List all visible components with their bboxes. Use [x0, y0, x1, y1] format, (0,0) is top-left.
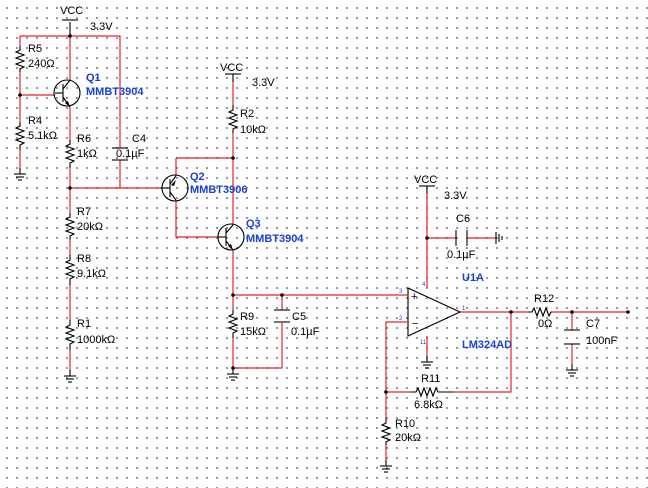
c6-value: 0.1µF [447, 249, 476, 261]
vcc-name-2: VCC [220, 62, 243, 74]
q1-ref: Q1 [86, 72, 101, 84]
resistor-r6[interactable]: R6 1kΩ [64, 133, 97, 168]
r6-ref: R6 [77, 133, 91, 145]
ground-symbol [420, 355, 434, 369]
q3-ref: Q3 [246, 218, 261, 230]
r4-value: 5.1kΩ [28, 130, 57, 142]
r12-value: 0Ω [538, 318, 552, 330]
r9-ref: R9 [240, 311, 254, 323]
r9-value: 15kΩ [240, 326, 266, 338]
ground-symbol [379, 459, 393, 473]
r11-value: 6.8kΩ [414, 399, 443, 411]
capacitor-c5[interactable]: C5 0.1µF [274, 309, 320, 338]
resistor-r4[interactable]: R4 5.1kΩ [14, 115, 57, 150]
transistor-q1[interactable]: Q1 MMBT3904 [53, 72, 144, 108]
q2-part: MMBT3906 [190, 184, 247, 196]
c4-value: 0.1µF [116, 148, 145, 160]
q3-part: MMBT3904 [246, 233, 304, 245]
c7-value: 100nF [586, 335, 617, 347]
capacitor-c4[interactable]: C4 0.1µF [112, 133, 146, 161]
vcc-name-1: VCC [60, 5, 83, 17]
vcc-symbol-1: VCC 3.3V [60, 5, 113, 36]
vcc-symbol-3: VCC 3.3V [414, 174, 467, 202]
vcc-symbol-2: VCC 3.3V [220, 62, 275, 89]
c5-ref: C5 [292, 311, 306, 323]
vcc-name-3: VCC [414, 174, 437, 186]
resistor-r7[interactable]: R7 20kΩ [64, 206, 103, 240]
capacitor-c7[interactable]: C7 100nF [564, 318, 617, 347]
r6-value: 1kΩ [77, 148, 97, 160]
pin-vplus: 4 [422, 282, 426, 288]
transistor-q3[interactable]: Q3 MMBT3904 [217, 218, 304, 251]
r11-ref: R11 [421, 373, 440, 385]
r5-ref: R5 [28, 43, 42, 55]
r1-ref: R1 [77, 318, 91, 330]
r12-ref: R12 [534, 293, 554, 305]
q1-part: MMBT3904 [86, 86, 144, 98]
r8-value: 9.1kΩ [77, 268, 106, 280]
r10-value: 20kΩ [395, 432, 421, 444]
r4-ref: R4 [28, 115, 42, 127]
resistor-r8[interactable]: R8 9.1kΩ [64, 253, 106, 285]
r1-value: 1000kΩ [77, 334, 115, 346]
r8-ref: R8 [77, 253, 91, 265]
resistor-r1[interactable]: R1 1000kΩ [64, 318, 115, 350]
opamp-u1a[interactable]: + − 3 2 1 4 11 U1A LM324AD [398, 272, 512, 351]
pin-out: 1 [462, 306, 466, 312]
resistor-r12[interactable]: R12 0Ω [528, 293, 554, 330]
pin-noninv: 3 [399, 289, 403, 295]
ground-symbol-c6 [495, 232, 503, 244]
resistor-r9[interactable]: R9 15kΩ [227, 310, 266, 338]
r2-value: 10kΩ [240, 124, 266, 136]
c7-ref: C7 [586, 318, 600, 330]
vcc-voltage-2: 3.3V [252, 77, 275, 89]
ground-symbol [13, 167, 27, 181]
opamp-plus-sign: + [411, 291, 417, 303]
resistor-r11[interactable]: R11 6.8kΩ [410, 373, 454, 411]
resistor-r10[interactable]: R10 20kΩ [380, 418, 421, 445]
r10-ref: R10 [395, 418, 415, 430]
c6-ref: C6 [456, 213, 470, 225]
c5-value: 0.1µF [291, 326, 320, 338]
c4-ref: C4 [132, 133, 146, 145]
pin-vminus: 11 [420, 340, 427, 346]
r7-value: 20kΩ [77, 221, 103, 233]
ground-symbol [63, 369, 77, 383]
vcc-voltage-1: 3.3V [90, 21, 113, 33]
ground-symbol [226, 367, 240, 381]
opamp-part: LM324AD [462, 339, 512, 351]
opamp-minus-sign: − [412, 318, 418, 330]
r2-ref: R2 [240, 108, 254, 120]
resistor-r2[interactable]: R2 10kΩ [227, 105, 266, 136]
ground-symbol [565, 363, 579, 377]
vcc-voltage-3: 3.3V [444, 190, 467, 202]
q2-ref: Q2 [190, 171, 205, 183]
resistor-r5[interactable]: R5 240Ω [14, 43, 55, 72]
pin-inv: 2 [399, 316, 403, 322]
capacitor-c6[interactable]: C6 0.1µF [447, 213, 476, 261]
wires [19, 35, 628, 418]
opamp-ref: U1A [462, 272, 484, 284]
transistor-q2[interactable]: Q2 MMBT3906 [160, 171, 247, 202]
r7-ref: R7 [77, 206, 91, 218]
r5-value: 240Ω [28, 58, 55, 70]
